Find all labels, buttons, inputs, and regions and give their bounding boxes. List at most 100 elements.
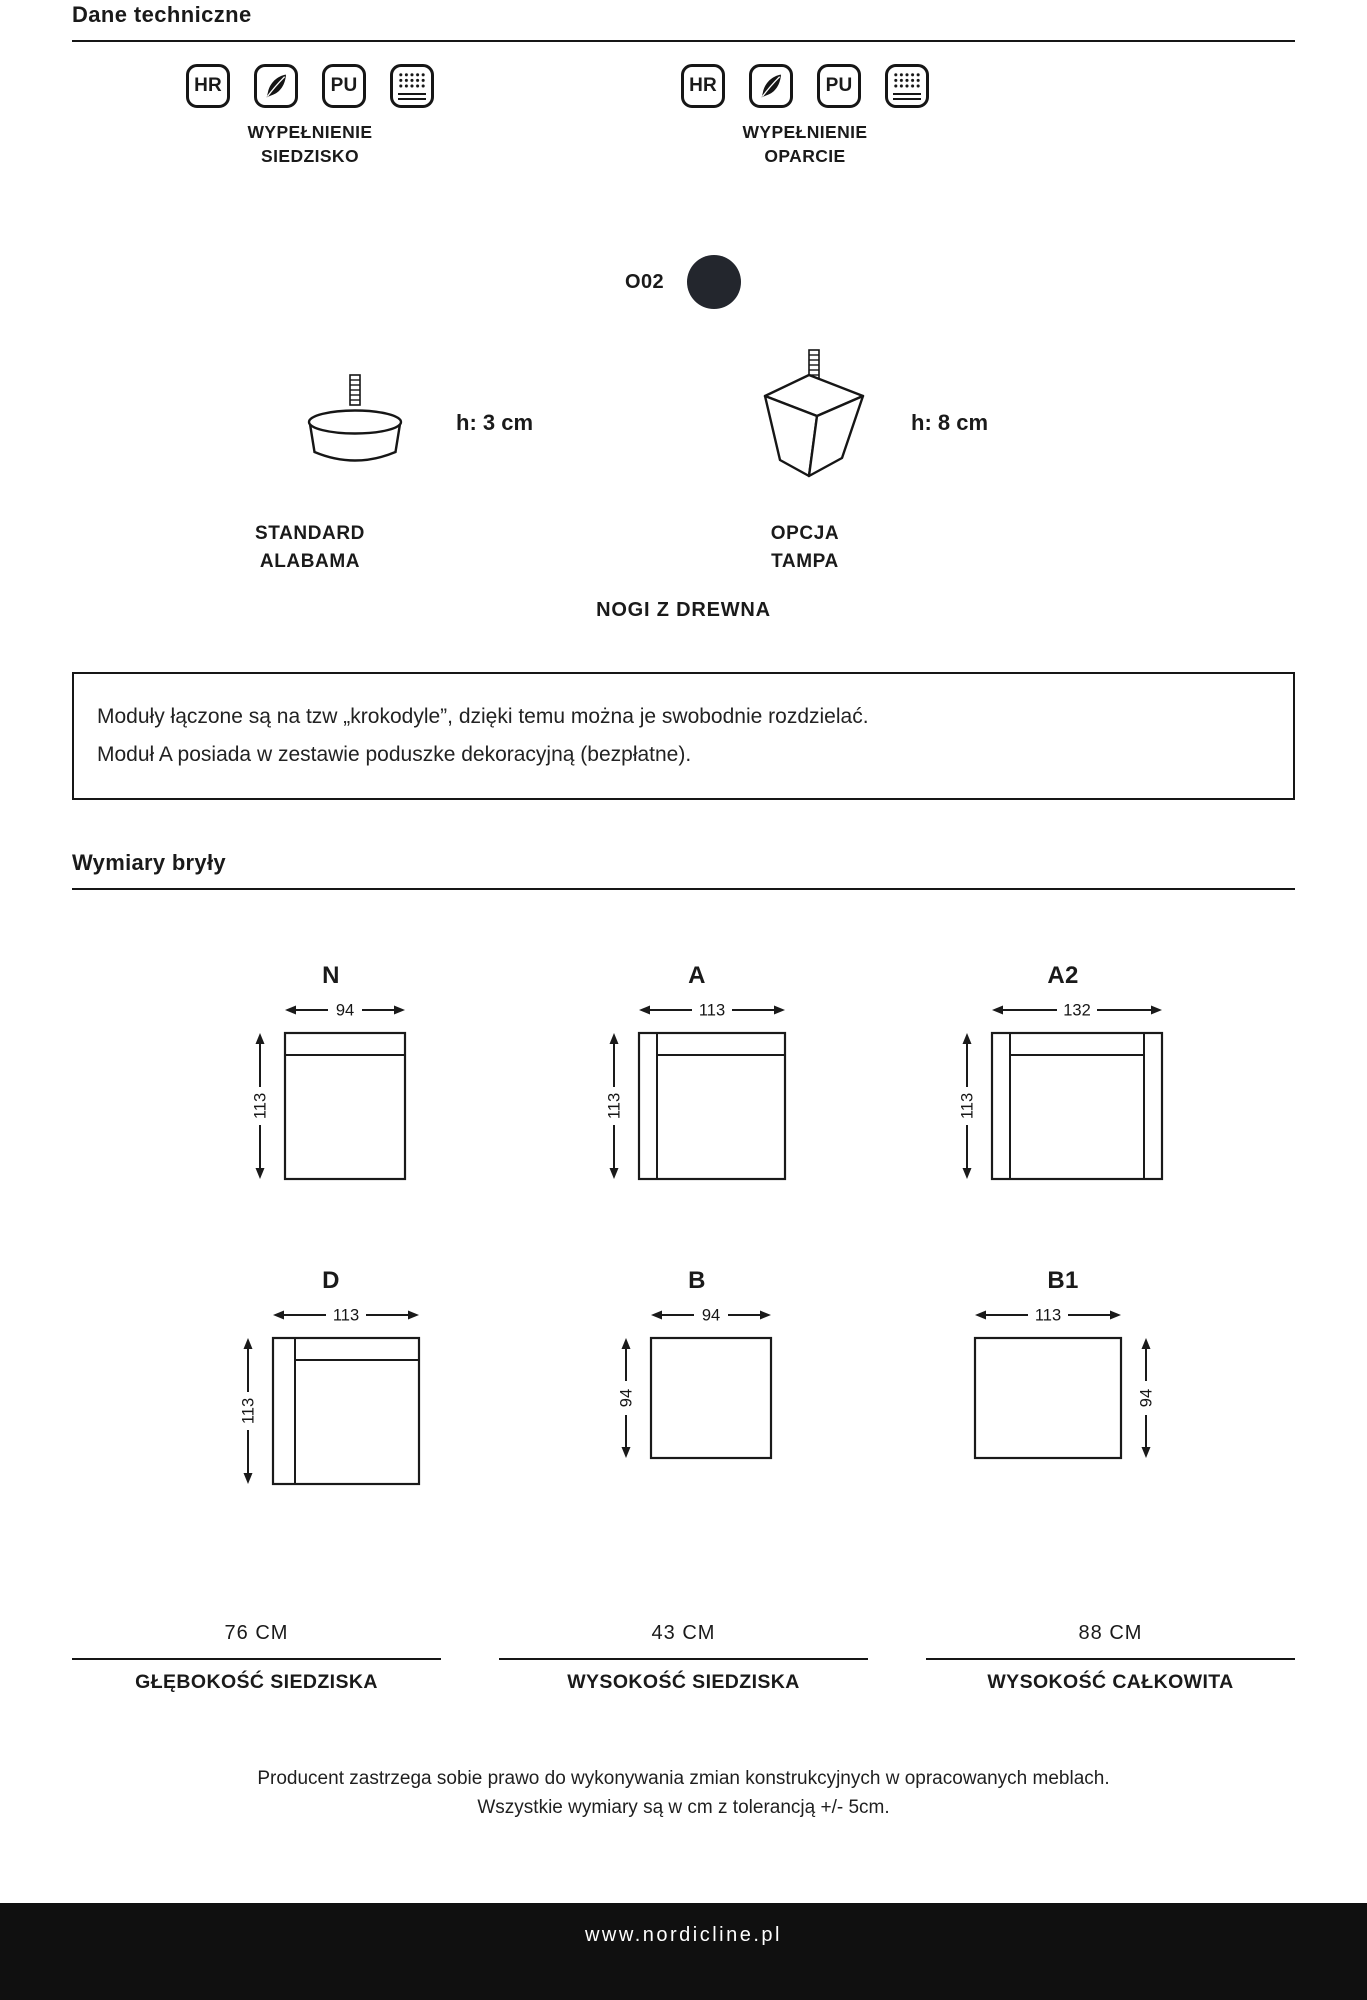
- disclaimer-line2: Wszystkie wymiary są w cm z tolerancją +…: [477, 1797, 890, 1819]
- module-n-label: N: [322, 961, 340, 989]
- seat-filling-icons: HR PU: [186, 64, 434, 108]
- feather-glyph: [761, 74, 781, 98]
- module-b-label: B: [688, 1266, 706, 1294]
- dimensions-divider: [72, 887, 1295, 890]
- leg-standard-type: STANDARD: [255, 523, 365, 545]
- module-a2-label: A2: [1047, 961, 1079, 989]
- back-filling-group: HR PU WYPEŁNIENIE: [665, 64, 945, 168]
- stat-label: GŁĘBOKOŚĆ SIEDZISKA: [135, 1670, 378, 1693]
- leg-standard-block: h: 3 cm STANDARD ALABAMA: [170, 372, 533, 575]
- module-d: D 113 113: [148, 1267, 514, 1494]
- alabama-leg-drawing: [307, 374, 403, 462]
- disclaimer-line1: Producent zastrzega sobie prawo do wykon…: [257, 1767, 1110, 1789]
- leg-standard-caption: STANDARD ALABAMA: [255, 520, 365, 575]
- svg-text:113: 113: [959, 1093, 977, 1119]
- header: Dane techniczne: [0, 0, 1367, 42]
- note-line1: Moduły łączone są na tzw „krokodyle”, dz…: [97, 705, 869, 729]
- seat-filling-label: WYPEŁNIENIE SIEDZISKO: [248, 121, 373, 168]
- svg-text:94: 94: [336, 1001, 354, 1019]
- module-b: B 94 94: [514, 1267, 880, 1494]
- fabric-swatch-row: O02: [0, 254, 1367, 310]
- foam-dots-pattern: [893, 72, 921, 89]
- leg-standard-figure-row: h: 3 cm: [280, 372, 533, 474]
- seat-filling-label-line1: WYPEŁNIENIE: [247, 122, 373, 142]
- hr-foam-label: HR: [194, 75, 222, 96]
- leg-option-name: TAMPA: [771, 550, 839, 572]
- stat-value: 88 CM: [1078, 1621, 1143, 1644]
- leg-option-type: OPCJA: [770, 523, 840, 545]
- stat-total-height: 88 CM WYSOKOŚĆ CAŁKOWITA: [926, 1622, 1295, 1694]
- pu-foam-label: PU: [825, 75, 853, 96]
- module-diagrams-grid: N 94 113 A 113: [0, 962, 1367, 1494]
- header-divider: [72, 40, 1295, 42]
- legs-section: h: 3 cm STANDARD ALABAMA: [0, 348, 1367, 575]
- module-a2-drawing: 132 113: [959, 1001, 1164, 1181]
- svg-text:132: 132: [1063, 1001, 1091, 1019]
- leg-standard-height: h: 3 cm: [456, 410, 534, 436]
- page-title: Dane techniczne: [72, 2, 252, 27]
- disclaimer: Producent zastrzega sobie prawo do wykon…: [0, 1764, 1367, 1823]
- svg-text:113: 113: [239, 1398, 257, 1424]
- seat-filling-group: HR PU WYPEŁNIENIE: [170, 64, 450, 168]
- svg-text:94: 94: [618, 1389, 636, 1407]
- module-b1-label: B1: [1047, 1266, 1079, 1294]
- module-d-drawing: 113 113: [239, 1306, 420, 1486]
- foam-dots-pattern: [398, 72, 426, 89]
- svg-text:94: 94: [1137, 1389, 1155, 1407]
- stat-seat-height: 43 CM WYSOKOŚĆ SIEDZISKA: [499, 1622, 868, 1694]
- module-a2: A2 132 113: [880, 962, 1246, 1189]
- module-b-drawing: 94 94: [618, 1306, 773, 1460]
- pu-foam-icon: PU: [322, 64, 366, 108]
- tampa-leg-drawing: [763, 349, 865, 478]
- foam-granulate-icon: [390, 64, 434, 108]
- legs-section-title: NOGI Z DREWNA: [596, 599, 771, 622]
- module-n: N 94 113: [148, 962, 514, 1189]
- dimensions-title: Wymiary bryły: [72, 849, 226, 875]
- feather-icon: [749, 64, 793, 108]
- svg-text:94: 94: [702, 1306, 720, 1324]
- stat-value: 76 CM: [224, 1621, 289, 1644]
- foam-line: [398, 98, 426, 100]
- leg-standard-name: ALABAMA: [259, 550, 361, 572]
- fabric-swatch-circle: [687, 255, 741, 310]
- svg-text:113: 113: [698, 1001, 724, 1019]
- back-filling-label: WYPEŁNIENIE OPARCIE: [743, 121, 868, 168]
- stat-label: WYSOKOŚĆ SIEDZISKA: [567, 1670, 800, 1693]
- svg-text:113: 113: [605, 1093, 623, 1119]
- feather-glyph: [266, 74, 286, 98]
- leg-option-height: h: 8 cm: [911, 410, 989, 436]
- pu-foam-icon: PU: [817, 64, 861, 108]
- module-n-drawing: 94 113: [252, 1001, 407, 1181]
- back-filling-label-line2: OPARCIE: [764, 145, 846, 166]
- back-filling-icons: HR PU: [681, 64, 929, 108]
- stat-value: 43 CM: [651, 1621, 716, 1644]
- dimensions-header: Wymiary bryły: [0, 800, 1367, 890]
- footer-bar: www.nordicline.pl: [0, 1903, 1367, 2000]
- hr-foam-icon: HR: [186, 64, 230, 108]
- svg-text:113: 113: [252, 1093, 270, 1119]
- leg-option-caption: OPCJA TAMPA: [771, 520, 839, 575]
- back-filling-label-line1: WYPEŁNIENIE: [742, 122, 868, 142]
- module-a: A 113 113: [514, 962, 880, 1189]
- leg-option-figure-row: h: 8 cm: [745, 348, 988, 498]
- module-a-label: A: [688, 961, 706, 989]
- module-b1: B1 113 94: [880, 1267, 1246, 1494]
- stat-seat-depth: 76 CM GŁĘBOKOŚĆ SIEDZISKA: [72, 1622, 441, 1694]
- seat-stats-row: 76 CM GŁĘBOKOŚĆ SIEDZISKA 43 CM WYSOKOŚĆ…: [0, 1622, 1367, 1694]
- stat-divider: [926, 1657, 1295, 1660]
- svg-text:113: 113: [1034, 1306, 1060, 1324]
- fabric-code: O02: [624, 270, 664, 293]
- modules-note-box: Moduły łączone są na tzw „krokodyle”, dz…: [72, 672, 1295, 800]
- pu-foam-label: PU: [330, 75, 358, 96]
- note-line2: Moduł A posiada w zestawie poduszke deko…: [97, 743, 692, 767]
- hr-foam-label: HR: [689, 75, 717, 96]
- module-a-drawing: 113 113: [605, 1001, 786, 1181]
- foam-line: [893, 98, 921, 100]
- foam-granulate-icon: [885, 64, 929, 108]
- foam-line: [398, 92, 426, 95]
- fillings-section: HR PU WYPEŁNIENIE: [0, 64, 1367, 168]
- feather-icon: [254, 64, 298, 108]
- hr-foam-icon: HR: [681, 64, 725, 108]
- stat-divider: [72, 1657, 441, 1660]
- stat-divider: [499, 1657, 868, 1660]
